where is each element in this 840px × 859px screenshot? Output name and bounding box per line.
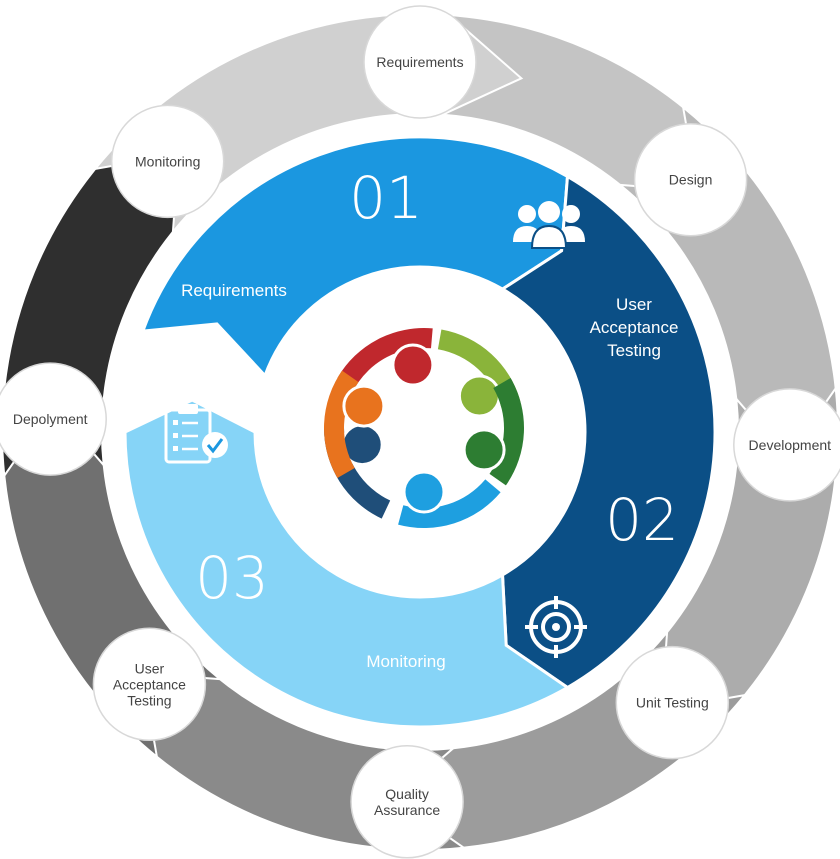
team-member-head <box>342 384 386 428</box>
inner-segment <box>123 398 571 729</box>
segment-label: User <box>616 295 652 314</box>
outer-step-label: Unit Testing <box>636 695 709 711</box>
outer-step-node: Unit Testing <box>615 645 730 760</box>
clipboard-check-icon <box>164 404 228 464</box>
outer-step-label: Development <box>749 437 832 453</box>
outer-step-circle <box>733 388 840 502</box>
outer-step-circle <box>363 5 477 119</box>
outer-step-circle <box>350 745 464 859</box>
segment-label: Monitoring <box>366 652 445 671</box>
outer-step-circle <box>110 104 225 219</box>
outer-step-label: Quality <box>385 786 429 802</box>
segment-number: 01 <box>349 164 423 232</box>
team-member-body <box>337 328 433 388</box>
segment-label: Requirements <box>181 281 287 300</box>
inner-segment <box>499 174 717 690</box>
outer-step-label: Acceptance <box>113 676 186 692</box>
segment-number: 03 <box>195 544 269 612</box>
outer-step-node: Design <box>633 122 748 237</box>
target-icon <box>525 596 587 658</box>
outer-step-node: Depolyment <box>0 362 107 476</box>
inner-cycle-ring: 010203RequirementsUserAcceptanceTestingM… <box>123 135 717 729</box>
outer-step-label: Monitoring <box>135 153 200 169</box>
outer-step-label: Design <box>669 172 713 188</box>
team-member-head <box>457 374 501 418</box>
outer-step-node: Monitoring <box>110 104 225 219</box>
team-member-head <box>462 428 506 472</box>
outer-step-label: Requirements <box>376 54 463 70</box>
outer-step-label: Assurance <box>374 802 440 818</box>
outer-step-label: User <box>135 660 165 676</box>
outer-step-label: Testing <box>127 692 171 708</box>
inner-cycle-icons <box>164 201 587 658</box>
segment-number: 02 <box>605 486 679 554</box>
team-member-head <box>402 470 446 514</box>
outer-step-circle <box>0 362 107 476</box>
users-group-icon <box>513 201 585 249</box>
outer-step-node: Requirements <box>363 5 477 119</box>
team-member-body <box>398 479 501 529</box>
outer-step-label: Depolyment <box>13 411 88 427</box>
team-circle-icon <box>323 328 525 529</box>
outer-step-node: Development <box>733 388 840 502</box>
outer-step-circle <box>633 122 748 237</box>
outer-step-circle <box>92 627 207 742</box>
outer-step-circle <box>615 645 730 760</box>
inner-segment <box>140 135 570 379</box>
segment-label: Acceptance <box>590 318 679 337</box>
segment-label: Testing <box>607 341 661 360</box>
team-member-head <box>391 343 435 387</box>
